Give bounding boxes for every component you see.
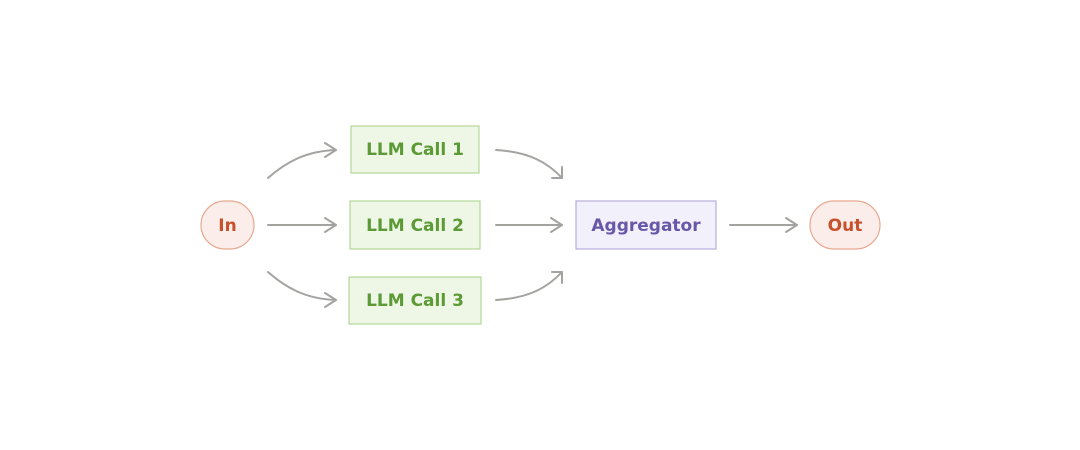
arrowhead-llm-call-1-to-aggregator xyxy=(551,166,563,179)
arrowhead-in-to-llm-call-1 xyxy=(324,142,337,158)
output-node: Out xyxy=(809,200,881,250)
input-node-label: In xyxy=(218,216,236,236)
aggregator-shape xyxy=(575,200,717,250)
arrowhead-in-to-llm-call-3 xyxy=(324,292,337,308)
arrowhead-in-to-llm-call-2 xyxy=(324,217,337,233)
llm-call-2-shape xyxy=(349,200,481,250)
arrow-aggregator-to-out-group xyxy=(729,217,798,233)
llm-call-3-shape xyxy=(348,276,482,325)
llm-call-1-label: LLM Call 1 xyxy=(366,140,464,160)
arrowhead-llm-call-3-to-aggregator xyxy=(551,271,563,284)
arrow-llm-call-1-to-aggregator xyxy=(495,149,563,179)
arrowhead-llm-call-2-to-aggregator xyxy=(550,217,563,233)
llm-call-2-label: LLM Call 2 xyxy=(366,216,464,236)
aggregator-node: Aggregator xyxy=(575,200,717,250)
input-node: In xyxy=(200,200,255,250)
llm-call-3-node: LLM Call 3 xyxy=(348,276,482,325)
arrows-llm-to-aggregator xyxy=(495,149,563,301)
llm-call-1-node: LLM Call 1 xyxy=(350,125,480,174)
output-node-shape xyxy=(809,200,881,250)
input-node-shape xyxy=(200,200,255,250)
aggregator-label: Aggregator xyxy=(591,216,701,236)
arrow-llm-call-3-to-aggregator xyxy=(495,271,563,301)
llm-call-1-shape xyxy=(350,125,480,174)
arrow-in-to-llm-call-1 xyxy=(267,149,337,179)
output-node-label: Out xyxy=(828,216,863,236)
llm-call-3-label: LLM Call 3 xyxy=(366,291,464,311)
arrows-in-to-llm xyxy=(267,142,337,308)
arrowhead-aggregator-to-out xyxy=(785,217,798,233)
llm-call-2-node: LLM Call 2 xyxy=(349,200,481,250)
arrow-in-to-llm-call-3 xyxy=(267,271,337,301)
